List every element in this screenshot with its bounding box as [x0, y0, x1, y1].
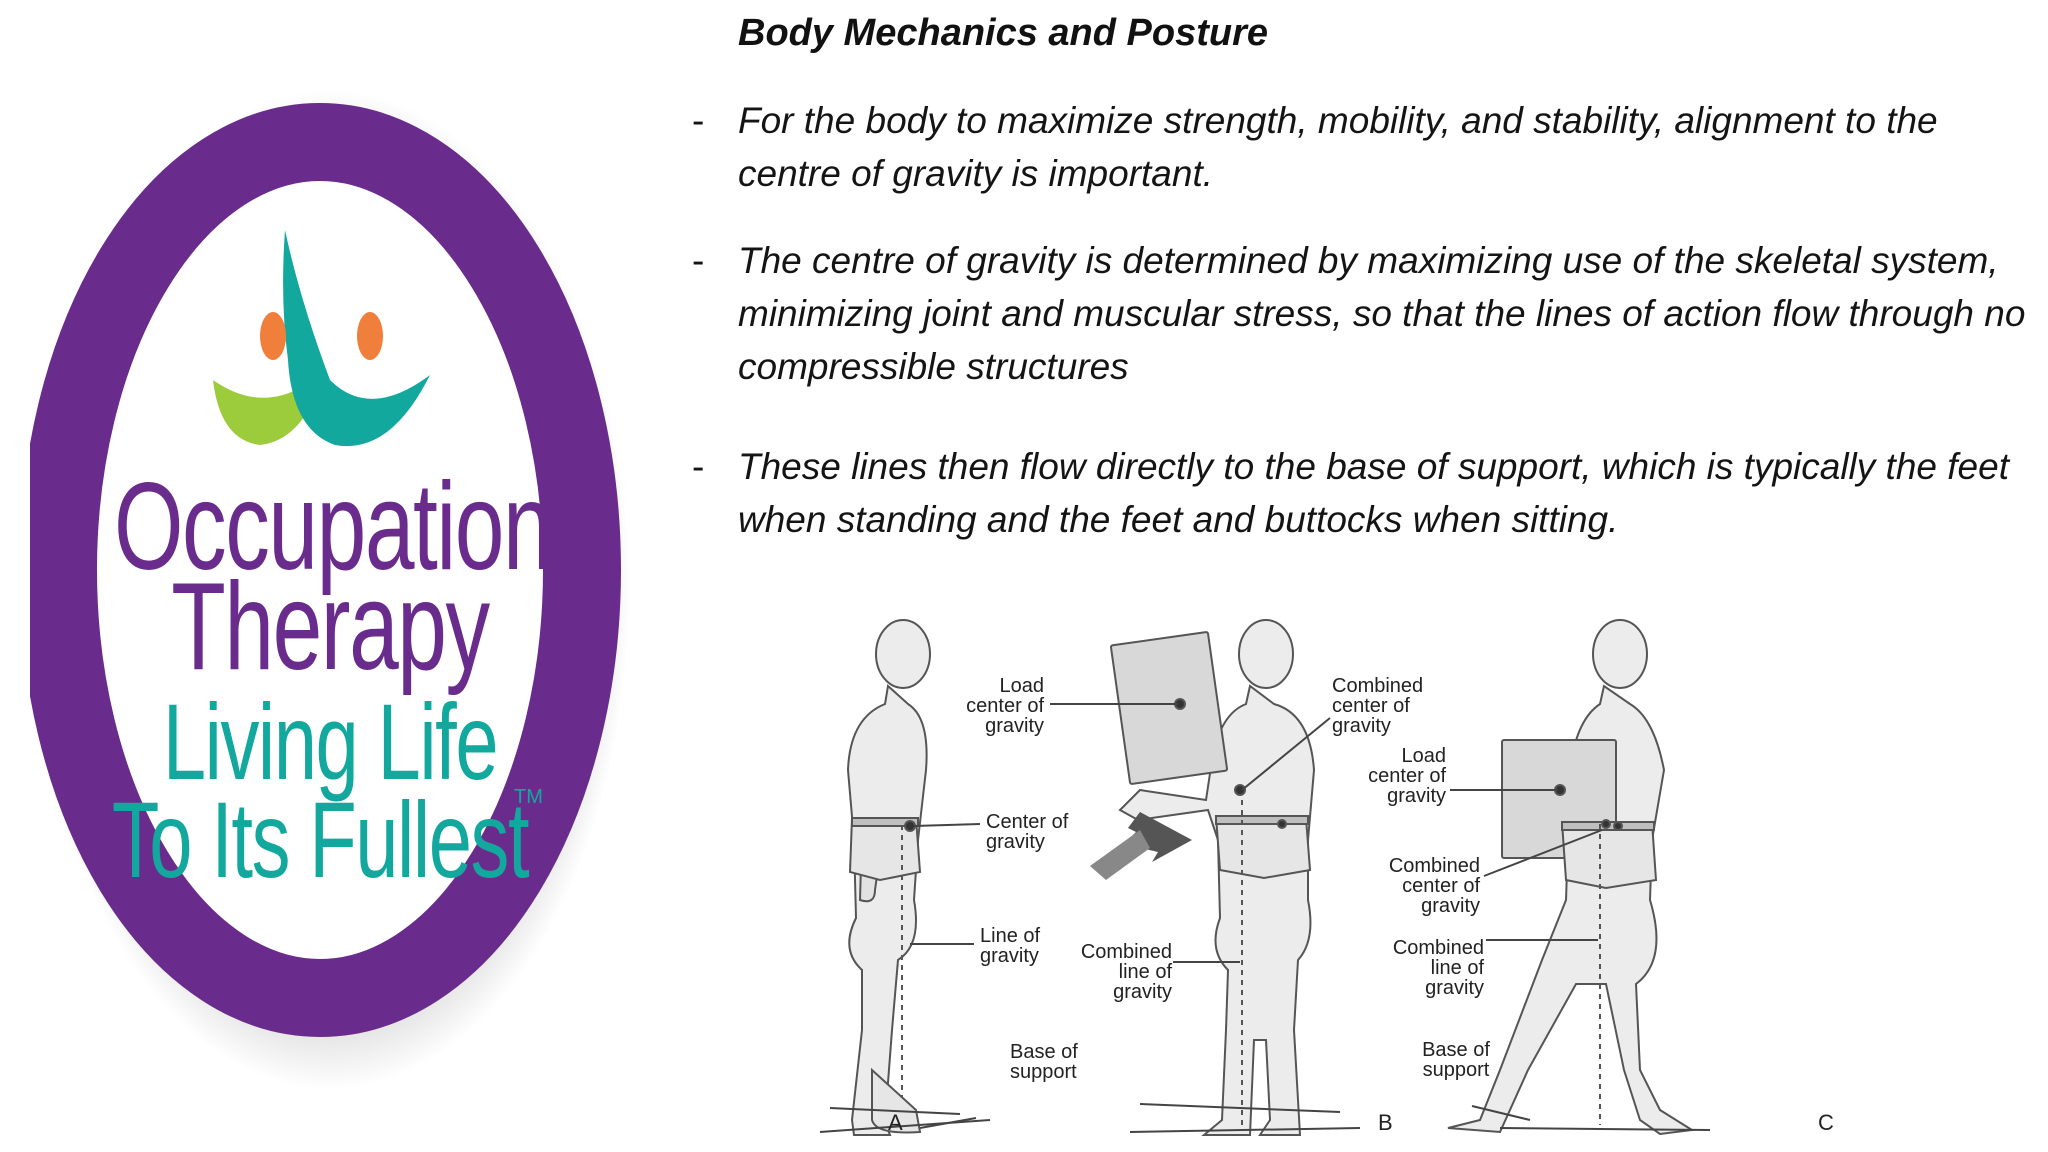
panel-letter-a: A: [888, 1110, 903, 1135]
left-dot-icon: [260, 312, 286, 360]
figure-c-body: [1447, 619, 1695, 1136]
bullet-text: The centre of gravity is determined by m…: [738, 240, 2026, 387]
label-load-center-of-gravity: Load center of gravity: [1368, 745, 1446, 807]
logo-tagline-line1: Living Life: [162, 681, 499, 802]
label-line-of-gravity: Line of gravity: [980, 925, 1041, 967]
figure-b-body: [1109, 619, 1316, 1136]
bullet-item: - For the body to maximize strength, mob…: [692, 94, 2032, 200]
body-mechanics-figure: Center of gravity Line of gravity Base o…: [780, 600, 1940, 1140]
occupational-therapy-logo: Occupational Therapy Living Life To Its …: [30, 60, 630, 1100]
trademark-symbol: TM: [514, 786, 543, 808]
panel-letter-b: B: [1378, 1110, 1393, 1135]
bullet-text: These lines then flow directly to the ba…: [738, 446, 2009, 540]
panel-letter-c: C: [1818, 1110, 1834, 1135]
figure-a-body: [846, 619, 931, 1136]
posture-illustration: [819, 619, 1711, 1136]
right-dot-icon: [357, 312, 383, 360]
label-combined-line-of-gravity: Combined line of gravity: [1392, 937, 1484, 999]
label-combined-center-of-gravity: Combined center of gravity: [1332, 675, 1424, 737]
right-swoosh-icon: [283, 230, 430, 447]
bullet-dash: -: [692, 240, 705, 281]
label-center-of-gravity: Center of gravity: [986, 811, 1069, 853]
bullet-item: - The centre of gravity is determined by…: [692, 234, 2032, 393]
label-load-center-of-gravity: Load center of gravity: [966, 675, 1044, 737]
label-base-of-support: Base of support: [1010, 1041, 1078, 1083]
slide-title: Body Mechanics and Posture: [738, 12, 1269, 54]
logo-word-occupational: Occupational: [113, 458, 619, 596]
bullet-dash: -: [692, 100, 705, 141]
bullet-item: - These lines then flow directly to the …: [692, 440, 2032, 546]
force-arrow-icon: [1124, 812, 1192, 862]
logo-ring: [30, 90, 630, 1090]
logo-tagline-line2: To Its Fullest: [111, 779, 530, 900]
logo-word-therapy: Therapy: [171, 558, 490, 696]
bullet-dash: -: [692, 446, 705, 487]
label-combined-center-of-gravity: Combined center of gravity: [1388, 855, 1480, 917]
label-base-of-support: Base of support: [1422, 1039, 1490, 1081]
left-swoosh-icon: [213, 370, 325, 445]
label-combined-line-of-gravity: Combined line of gravity: [1080, 941, 1172, 1003]
bullet-text: For the body to maximize strength, mobil…: [738, 100, 1938, 194]
